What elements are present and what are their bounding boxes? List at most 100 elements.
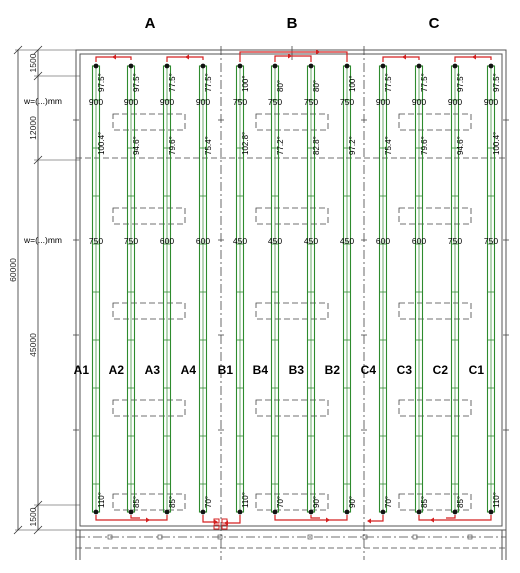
feed-loop-b-inner xyxy=(274,55,312,62)
spacing-top-label: 900 xyxy=(448,97,462,107)
angle-bottom-label: 85° xyxy=(132,496,141,508)
spacing-mid-label: 450 xyxy=(340,236,354,246)
coupler-box xyxy=(213,518,220,524)
opening-outline xyxy=(398,302,472,320)
opening-outline xyxy=(398,113,472,131)
tendon-id-label: A1 xyxy=(74,363,90,377)
feed-stub xyxy=(310,515,320,519)
anchor-point xyxy=(380,63,386,69)
spacing-mid-label: 450 xyxy=(304,236,318,246)
coupler-box xyxy=(221,518,228,524)
spacing-top-label: 900 xyxy=(412,97,426,107)
anchor-point xyxy=(344,509,350,515)
dim-upper: 12000 xyxy=(28,116,38,140)
angle-bottom-label: 70° xyxy=(384,496,393,508)
support-mark xyxy=(412,534,418,540)
feed-loop-c xyxy=(418,515,492,521)
anchor-point xyxy=(128,63,134,69)
anchor-point xyxy=(164,509,170,515)
grid-axes xyxy=(73,46,509,560)
angle-bottom-label: 70° xyxy=(276,496,285,508)
tendon-c3 xyxy=(414,63,424,515)
tendon-id-label: B4 xyxy=(253,363,269,377)
spacing-top-label: 900 xyxy=(484,97,498,107)
support-mark xyxy=(467,534,473,540)
support-mark xyxy=(362,534,368,540)
tendon-id-label: C3 xyxy=(397,363,413,377)
support-mark xyxy=(107,534,113,540)
angle-upper-label: 100.4° xyxy=(492,132,501,155)
anchor-point xyxy=(272,63,278,69)
slab-outline xyxy=(75,49,507,560)
angle-upper-label: 94.6° xyxy=(456,136,465,155)
anchor-point xyxy=(452,509,458,515)
angle-bottom-label: 85° xyxy=(420,496,429,508)
support-mark xyxy=(307,534,313,540)
angle-upper-label: 100.4° xyxy=(97,132,106,155)
feed-arrow xyxy=(214,519,218,525)
angle-top-label: 100° xyxy=(241,75,250,92)
feed-arrow xyxy=(112,54,116,60)
feed-arrow xyxy=(316,49,320,55)
angle-bottom-label: 110° xyxy=(241,492,250,508)
width-label-top: w=(...)mm xyxy=(23,96,62,106)
anchor-point xyxy=(272,509,278,515)
zone-label: C xyxy=(429,15,440,32)
feed-arrow xyxy=(367,518,371,524)
angle-upper-label: 75.4° xyxy=(384,136,393,155)
dimension-chain: 1500 12000 45000 1500 60000 xyxy=(8,45,80,535)
spacing-mid-label: 750 xyxy=(484,236,498,246)
opening-outline xyxy=(112,113,186,131)
spacing-mid-label: 450 xyxy=(268,236,282,246)
tendon-c4 xyxy=(378,63,388,515)
feed-stub xyxy=(130,515,140,519)
anchor-point xyxy=(488,63,494,69)
angle-upper-label: 102.8° xyxy=(241,132,250,155)
anchor-point xyxy=(380,509,386,515)
feed-arrow xyxy=(430,517,434,523)
tendon-a2 xyxy=(126,63,136,515)
spacing-top-label: 750 xyxy=(340,97,354,107)
feed-arrow xyxy=(472,54,476,60)
feed-stub-b1 xyxy=(226,515,241,524)
tendon-id-label: C2 xyxy=(433,363,449,377)
angle-top-label: 80° xyxy=(276,80,285,92)
dim-total: 60000 xyxy=(8,258,18,282)
feed-loop-c21 xyxy=(454,56,492,62)
feed-arrow xyxy=(146,517,150,523)
feed-loop-b-outer xyxy=(239,51,348,62)
spacing-top-label: 750 xyxy=(268,97,282,107)
tendon-b3 xyxy=(306,63,316,515)
feed-loop-a13 xyxy=(95,515,168,521)
coupler-box xyxy=(221,524,228,530)
angle-top-label: 97.5° xyxy=(97,73,106,92)
angle-top-label: 100° xyxy=(348,75,357,92)
angle-upper-label: 77.2° xyxy=(276,136,285,155)
anchor-point xyxy=(452,63,458,69)
opening-outline xyxy=(112,302,186,320)
opening-outline xyxy=(112,207,186,225)
angle-top-label: 97.5° xyxy=(456,73,465,92)
feed-arrow xyxy=(185,54,189,60)
tendon-b1 xyxy=(235,63,245,515)
tendon-a4 xyxy=(198,63,208,515)
support-mark xyxy=(217,534,223,540)
feed-loop-b xyxy=(274,515,348,521)
anchor-point xyxy=(237,63,243,69)
tendon-id-label: B2 xyxy=(325,363,341,377)
spacing-top-label: 900 xyxy=(89,97,103,107)
tendon-id-label: B1 xyxy=(218,363,234,377)
tendon-b4 xyxy=(270,63,280,515)
angle-top-label: 80° xyxy=(312,80,321,92)
opening-outline xyxy=(255,113,329,131)
spacing-mid-label: 600 xyxy=(160,236,174,246)
anchor-point xyxy=(200,63,206,69)
tendon-a1 xyxy=(91,63,101,515)
spacing-top-label: 750 xyxy=(233,97,247,107)
tendon-c2 xyxy=(450,63,460,515)
support-mark xyxy=(157,534,163,540)
spacing-mid-label: 600 xyxy=(412,236,426,246)
opening-outline xyxy=(398,207,472,225)
